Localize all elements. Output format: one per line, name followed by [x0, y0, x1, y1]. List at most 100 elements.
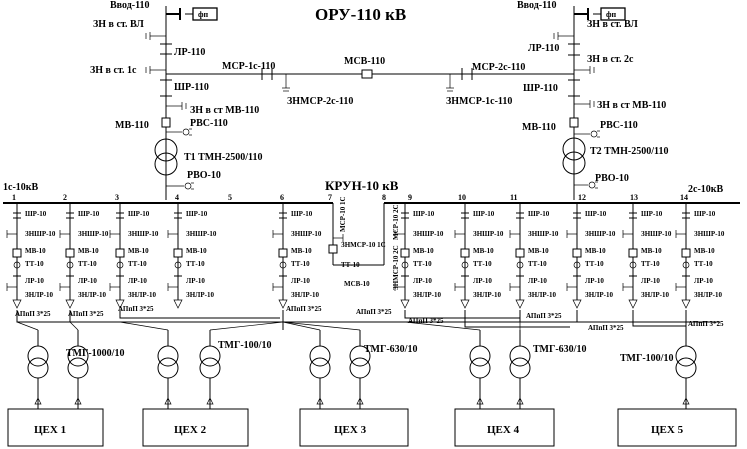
left-mv-label: МВ-110 [115, 120, 149, 131]
breaker [173, 248, 183, 258]
cell-label-mv: МВ-10 [128, 247, 149, 255]
t1-winding-bottom [154, 152, 178, 176]
cable-label: АПпП 3*25 [688, 320, 724, 328]
shop-2-label: ЦЕХ 2 [174, 424, 207, 436]
krun-title: КРУН-10 кВ [325, 178, 399, 193]
cell-label-lr: ЛР-10 [78, 277, 97, 285]
cell-label-znshr: ЗНШР-10 [25, 230, 56, 238]
cell-label-znlr: ЗНЛР-10 [78, 291, 106, 299]
cell-label-mv: МВ-10 [25, 247, 46, 255]
t2-label: Т2 ТМН-2500/110 [590, 146, 668, 157]
cell-label-tt: ТТ-10 [641, 260, 660, 268]
cell-label-mv: МВ-10 [528, 247, 549, 255]
cell-label-tt: ТТ-10 [528, 260, 547, 268]
znmsr1-label: ЗНМСР-1с-110 [446, 96, 512, 107]
breaker [400, 248, 410, 258]
cell-numbers: 1 2 3 4 5 6 7 8 9 10 11 12 13 14 [12, 193, 688, 202]
cell-label-lr: ЛР-10 [528, 277, 547, 285]
cell-label-tt: ТТ-10 [413, 260, 432, 268]
cell-label-mv: МВ-10 [694, 247, 715, 255]
cell-label-shr: ШР-10 [585, 210, 607, 218]
shop-4-label: ЦЕХ 4 [487, 424, 520, 436]
cell-label-mv: МВ-10 [413, 247, 434, 255]
right-zn-mv-label: ЗН в ст МВ-110 [597, 100, 666, 111]
shop-transformer [67, 321, 89, 409]
shop-boxes: ЦЕХ 1 ЦЕХ 2 ЦЕХ 3 ЦЕХ 4 ЦЕХ 5 [7, 408, 737, 447]
left-mv-breaker [161, 117, 171, 128]
shop-1-label: ЦЕХ 1 [34, 424, 66, 436]
cell-label-tt: ТТ-10 [291, 260, 310, 268]
tmg630b-label: ТМГ-630/10 [533, 344, 586, 355]
cell-label-shr: ШР-10 [186, 210, 208, 218]
cell-label-tt: ТТ-10 [694, 260, 713, 268]
cell-label-znshr: ЗНШР-10 [641, 230, 672, 238]
left-rvs-label: РВС-110 [190, 118, 228, 129]
left-input-branch: фп Ввод-110 ЗН в ст. ВЛ ЛР-110 ЗН в ст. … [90, 0, 262, 200]
fp-label-left: фп [198, 10, 209, 19]
cell-label-tt: ТТ-10 [186, 260, 205, 268]
left-shr-label: ШР-110 [174, 82, 209, 93]
cell-label-shr: ШР-10 [291, 210, 313, 218]
breaker [115, 248, 125, 258]
tmg100b-label: ТМГ-100/10 [620, 353, 673, 364]
t2-winding-bottom [562, 151, 586, 175]
cable-trunk: АПпП 3*25 АПпП 3*25 АПпП 3*25 АПпП 3*25 … [15, 305, 724, 340]
shop-3-label: ЦЕХ 3 [334, 424, 367, 436]
cell-label-lr: ЛР-10 [473, 277, 492, 285]
right-rvo-label: РВО-10 [595, 173, 629, 184]
tmg100a-label: ТМГ-100/10 [218, 340, 271, 351]
breaker [460, 248, 470, 258]
sectional-cell: МСР-10 1С ЗНМСР-10 1С ТТ-10 МСВ-10 МСР-1… [328, 196, 400, 290]
breaker [572, 248, 582, 258]
shop-2-box [142, 408, 249, 447]
bus10-right-label: 2с-10кВ [688, 184, 724, 195]
left-zn-1s-label: ЗН в ст. 1с [90, 65, 137, 76]
cell-label-shr: ШР-10 [128, 210, 150, 218]
msr1-label: МСР-1с-110 [222, 61, 275, 72]
cable-label: АПпП 3*25 [408, 317, 444, 325]
cell-label-znlr: ЗНЛР-10 [694, 291, 722, 299]
cell-label-lr: ЛР-10 [585, 277, 604, 285]
shop-transformer [199, 321, 284, 409]
breaker [681, 248, 691, 258]
cell-number: 9 [408, 193, 412, 202]
cell-label-znshr: ЗНШР-10 [585, 230, 616, 238]
msv10-breaker [328, 244, 338, 254]
right-mv-label: МВ-110 [522, 122, 556, 133]
cell-label-lr: ЛР-10 [694, 277, 713, 285]
cell-label-lr: ЛР-10 [413, 277, 432, 285]
left-zn-mv-label: ЗН в ст МВ-110 [190, 105, 259, 116]
cell-label-znshr: ЗНШР-10 [413, 230, 444, 238]
cell-label-znlr: ЗНЛР-10 [186, 291, 214, 299]
cell-label-shr: ШР-10 [528, 210, 550, 218]
shop-transformer [675, 322, 697, 409]
znmsr10-2c-label: ЗНМСР-10 2С [392, 245, 400, 290]
cell-label-shr: ШР-10 [694, 210, 716, 218]
cable-label: АПпП 3*25 [15, 310, 51, 318]
cable-label: АПпП 3*25 [118, 305, 154, 313]
left-lr-label: ЛР-110 [174, 47, 205, 58]
tmg630a-label: ТМГ-630/10 [364, 344, 417, 355]
cell-number: 7 [328, 193, 332, 202]
cell-label-shr: ШР-10 [413, 210, 435, 218]
cell-number: 14 [680, 193, 688, 202]
shop-1-box [7, 408, 104, 447]
msv10-label: МСВ-10 [344, 280, 370, 288]
cell-label-shr: ШР-10 [25, 210, 47, 218]
shop-5-box [617, 408, 737, 447]
cell-label-lr: ЛР-10 [291, 277, 310, 285]
znmsr2-label: ЗНМСР-2с-110 [287, 96, 353, 107]
msr10-2c-label: МСР-10 2С [392, 204, 400, 240]
cell-label-mv: МВ-10 [186, 247, 207, 255]
shop-transformer [282, 321, 331, 409]
oru-title: ОРУ-110 кВ [315, 5, 406, 24]
cell-number: 2 [63, 193, 67, 202]
